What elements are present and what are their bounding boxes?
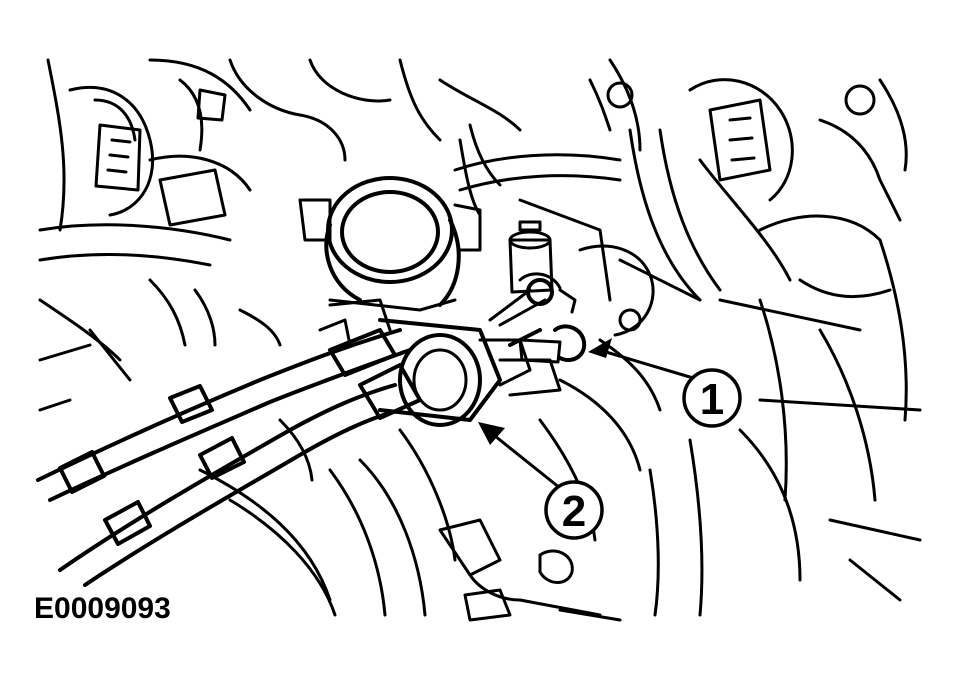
pointer-arrows: [478, 338, 702, 490]
callout-1-label: 1: [700, 375, 724, 424]
callout-2: 2: [544, 480, 604, 540]
engine-bay-background: [38, 58, 922, 622]
callout-2-label: 2: [562, 487, 586, 536]
cable-end-ball-socket: [488, 272, 587, 364]
arrow-to-bracket-clip: [478, 422, 505, 445]
cable-bracket-retaining-clip: [318, 298, 562, 427]
callout-1: 1: [682, 368, 742, 428]
figure-reference-code: E0009093: [34, 592, 171, 625]
gearshift-cables: [36, 328, 422, 587]
throttle-body: [298, 176, 554, 312]
